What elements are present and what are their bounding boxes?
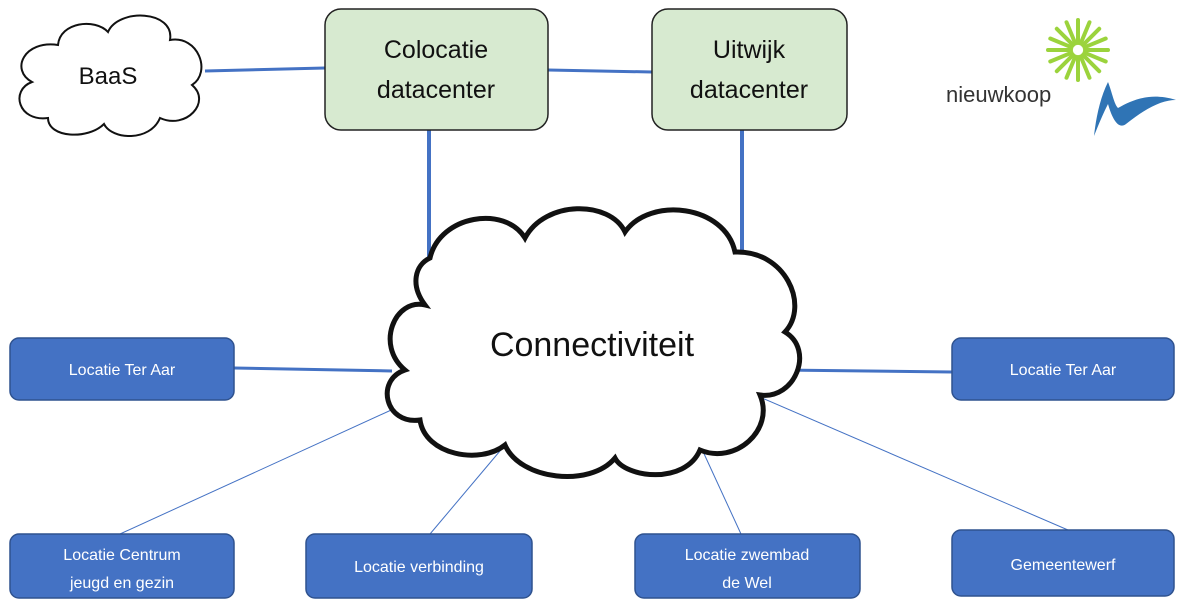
- location-verbinding: Locatie verbinding: [305, 533, 533, 599]
- sunburst-ray: [1078, 54, 1092, 80]
- link-zwembad-connectivity: [699, 444, 742, 535]
- colocatie-datacenter-box: Colocatie datacenter: [324, 8, 549, 131]
- link-centrum-connectivity: [119, 405, 401, 535]
- location-zwembad-label-line1: Locatie zwembad: [685, 547, 810, 564]
- sunburst-ray: [1064, 54, 1078, 80]
- uitwijk-datacenter-box: Uitwijk datacenter: [651, 8, 848, 131]
- baas-cloud: BaaS: [18, 14, 203, 137]
- location-gemeentewerf-rect: [951, 529, 1175, 597]
- connectivity-cloud-shape: [384, 206, 803, 479]
- location-verbinding-rect: [305, 533, 533, 599]
- location-centrum-rect: [9, 533, 235, 599]
- location-gemeentewerf-label: Gemeentewerf: [1011, 557, 1116, 574]
- uitwijk-label-line2: datacenter: [690, 76, 808, 104]
- sunburst-ray: [1078, 20, 1092, 46]
- location-ter-aar-left-label: Locatie Ter Aar: [69, 362, 176, 379]
- sunburst-ray: [1080, 26, 1102, 48]
- sunburst-ray: [1048, 50, 1074, 64]
- link-colocatie-uitwijk: [547, 68, 653, 74]
- sunburst-ray: [1054, 26, 1076, 48]
- sunburst-ray: [1048, 36, 1074, 50]
- uitwijk-datacenter-rect: [651, 8, 848, 131]
- connectivity-label: Connectiviteit: [490, 326, 695, 364]
- location-ter-aar-right: Locatie Ter Aar: [951, 337, 1175, 401]
- sunburst-ray: [1064, 20, 1078, 46]
- nieuwkoop-logo: nieuwkoop: [946, 18, 1176, 136]
- location-gemeentewerf: Gemeentewerf: [951, 529, 1175, 597]
- link-verbinding-connectivity: [429, 444, 506, 535]
- sunburst-ray: [1082, 50, 1108, 64]
- location-ter-aar-left: Locatie Ter Aar: [9, 337, 235, 401]
- logo-text: nieuwkoop: [946, 82, 1051, 107]
- location-zwembad-label-line2: de Wel: [722, 575, 772, 592]
- sunburst-ray: [1082, 36, 1108, 50]
- link-gemeentewerf-connectivity: [761, 397, 1069, 531]
- connectivity-cloud: Connectiviteit: [384, 206, 803, 479]
- link-terAar-right-connectivity: [779, 368, 953, 374]
- link-baas-colocatie: [204, 66, 326, 73]
- location-centrum-label-line1: Locatie Centrum: [63, 547, 180, 564]
- colocatie-datacenter-rect: [324, 8, 549, 131]
- colocatie-label-line2: datacenter: [377, 76, 495, 104]
- wave-icon: [1094, 82, 1176, 136]
- location-verbinding-label: Locatie verbinding: [354, 559, 484, 576]
- location-ter-aar-right-label: Locatie Ter Aar: [1010, 362, 1117, 379]
- baas-cloud-shape: [18, 14, 203, 137]
- location-zwembad: Locatie zwembad de Wel: [634, 533, 861, 599]
- colocatie-label-line1: Colocatie: [384, 36, 488, 64]
- location-centrum: Locatie Centrum jeugd en gezin: [9, 533, 235, 599]
- sunburst-icon: [1046, 18, 1110, 82]
- sunburst-ray: [1054, 52, 1076, 74]
- location-ter-aar-right-rect: [951, 337, 1175, 401]
- location-zwembad-rect: [634, 533, 861, 599]
- sunburst-ray: [1080, 52, 1102, 74]
- uitwijk-label-line1: Uitwijk: [713, 36, 786, 64]
- location-ter-aar-left-rect: [9, 337, 235, 401]
- baas-label: BaaS: [79, 63, 138, 90]
- location-centrum-label-line2: jeugd en gezin: [69, 575, 174, 592]
- connection-lines: [119, 66, 1069, 535]
- link-terAar-left-connectivity: [233, 366, 393, 373]
